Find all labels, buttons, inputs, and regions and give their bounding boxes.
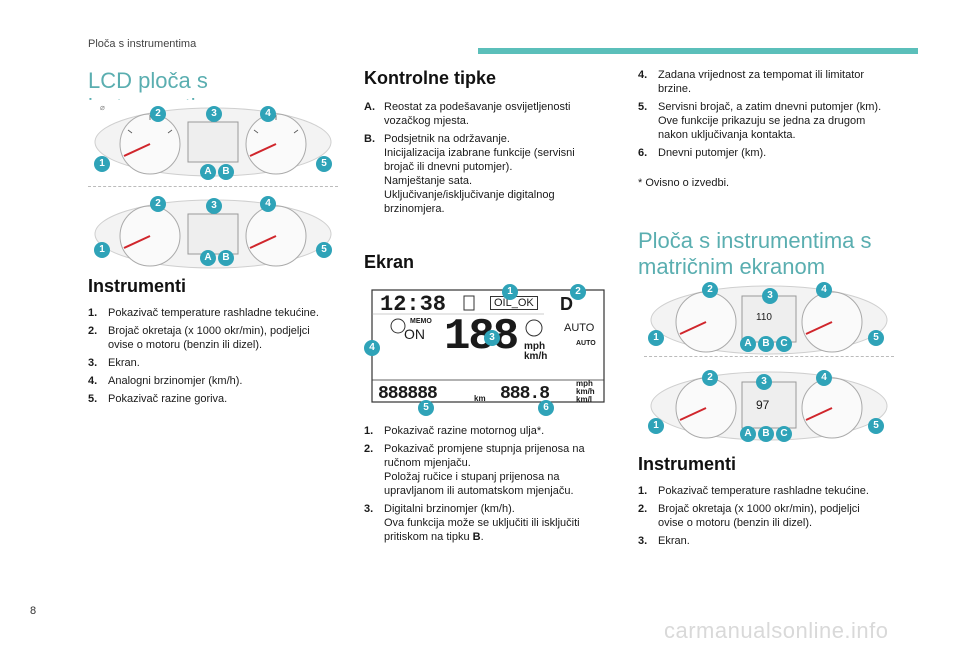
svg-text:⌀: ⌀ — [100, 103, 105, 112]
lcd-cluster-image-bottom: 2 3 4 1 5 A B — [88, 192, 338, 272]
screen-items-list: 1.Pokazivač razine motornog ulja*. 2.Pok… — [364, 424, 614, 548]
badge-A: A — [740, 336, 756, 352]
matrix-cluster-image-bottom: 97 2 3 4 1 5 A B C — [644, 364, 894, 444]
unit-kmh: km/h — [576, 387, 595, 396]
control-buttons-list: A.Reostat za podešavanje osvijetljenosti… — [364, 100, 614, 220]
lcd-km: km — [474, 394, 486, 403]
badge-3: 3 — [206, 106, 222, 122]
list-item: 1.Pokazivač temperature rashladne tekući… — [88, 307, 319, 319]
list-item: 5.Pokazivač razine goriva. — [88, 393, 228, 405]
list-item: 1.Pokazivač temperature rashladne tekući… — [638, 485, 869, 497]
list-item: 3.Ekran. — [638, 535, 690, 547]
list-item: 5.Servisni brojač, a zatim dnevni putomj… — [638, 101, 882, 141]
list-item: 3.Ekran. — [88, 357, 140, 369]
badge-4: 4 — [816, 370, 832, 386]
badge-5: 5 — [868, 330, 884, 346]
screen-frame — [371, 289, 605, 403]
badge-3: 3 — [206, 198, 222, 214]
badge-2: 2 — [570, 284, 586, 300]
cluster-drawing: ⌀ — [88, 100, 338, 180]
badge-3: 3 — [762, 288, 778, 304]
list-item: B.Podsjetnik na održavanje.Inicijalizaci… — [364, 133, 575, 215]
unit-mph: mph — [576, 379, 593, 388]
badge-5: 5 — [316, 242, 332, 258]
badge-B: B — [218, 164, 234, 180]
list-item: 2.Brojač okretaja (x 1000 okr/min), podj… — [88, 325, 310, 351]
separator — [644, 356, 894, 357]
list-item: 2.Pokazivač promjene stupnja prijenosa n… — [364, 443, 585, 497]
matrix-speed-bottom: 97 — [756, 398, 770, 412]
list-item: 6.Dnevni putomjer (km). — [638, 147, 767, 159]
lcd-digital-speed: 188 — [444, 312, 519, 362]
screen-heading: Ekran — [364, 252, 415, 272]
badge-4: 4 — [260, 196, 276, 212]
list-item: 1.Pokazivač razine motornog ulja*. — [364, 425, 545, 437]
section-header: Ploča s instrumentima — [88, 38, 197, 50]
badge-2: 2 — [702, 282, 718, 298]
watermark: carmanualsonline.info — [664, 618, 889, 643]
badge-B: B — [758, 426, 774, 442]
badge-4: 4 — [816, 282, 832, 298]
lcd-memo: MEMO — [410, 318, 432, 325]
badge-4: 4 — [364, 340, 380, 356]
lcd-clock: 12:38 — [380, 292, 447, 317]
list-item: 4.Zadana vrijednost za tempomat ili limi… — [638, 69, 865, 95]
badge-2: 2 — [150, 196, 166, 212]
lcd-auto-wiper: AUTO — [576, 340, 596, 347]
right-instrument-list: 1.Pokazivač temperature rashladne tekući… — [638, 484, 908, 552]
unit-mph: mph — [524, 341, 546, 352]
list-item: 4.Analogni brzinomjer (km/h). — [88, 375, 243, 387]
badge-1: 1 — [94, 156, 110, 172]
unit-kml: km/l — [576, 395, 593, 404]
badge-5: 5 — [316, 156, 332, 172]
instruments-heading-right: Instrumenti — [638, 454, 737, 474]
badge-A: A — [200, 250, 216, 266]
badge-5: 5 — [418, 400, 434, 416]
unit-kmh: km/h — [524, 351, 548, 362]
left-instrument-list: 1.Pokazivač temperature rashladne tekući… — [88, 306, 358, 410]
lcd-on: ON — [404, 326, 425, 342]
badge-A: A — [200, 164, 216, 180]
cluster-drawing — [94, 199, 332, 269]
page-number: 8 — [30, 605, 37, 617]
list-item: 3.Digitalni brzinomjer (km/h).Ova funkci… — [364, 503, 580, 543]
list-item: A.Reostat za podešavanje osvijetljenosti… — [364, 101, 571, 127]
footnote: * Ovisno o izvedbi. — [638, 177, 730, 189]
matrix-panel-title: Ploča s instrumentima s matričnim ekrano… — [638, 228, 872, 279]
lcd-gear: D — [560, 294, 573, 314]
badge-A: A — [740, 426, 756, 442]
badge-1: 1 — [648, 418, 664, 434]
badge-4: 4 — [260, 106, 276, 122]
separator — [88, 186, 338, 187]
badge-6: 6 — [538, 400, 554, 416]
badge-3: 3 — [484, 330, 500, 346]
badge-C: C — [776, 426, 792, 442]
list-item: 2.Brojač okretaja (x 1000 okr/min), podj… — [638, 503, 860, 529]
right-top-list: 4.Zadana vrijednost za tempomat ili limi… — [638, 68, 898, 164]
badge-2: 2 — [702, 370, 718, 386]
header-accent-bar — [478, 48, 918, 54]
badge-5: 5 — [868, 418, 884, 434]
lcd-auto: AUTO — [564, 322, 595, 334]
matrix-cluster-image-top: 110 2 3 4 1 5 A B C — [644, 278, 894, 358]
matrix-speed-top: 110 — [756, 312, 772, 323]
badge-B: B — [218, 250, 234, 266]
lcd-cluster-image-top: ⌀ 2 3 4 1 5 A B — [88, 100, 338, 180]
badge-1: 1 — [94, 242, 110, 258]
cluster-drawing — [650, 285, 888, 355]
badge-1: 1 — [502, 284, 518, 300]
lcd-trip: 888.8 — [500, 384, 550, 404]
badge-1: 1 — [648, 330, 664, 346]
badge-3: 3 — [756, 374, 772, 390]
badge-B: B — [758, 336, 774, 352]
control-buttons-heading: Kontrolne tipke — [364, 68, 497, 88]
badge-2: 2 — [150, 106, 166, 122]
instruments-heading-left: Instrumenti — [88, 276, 187, 296]
badge-C: C — [776, 336, 792, 352]
lcd-odometer: 888888 — [378, 384, 438, 404]
